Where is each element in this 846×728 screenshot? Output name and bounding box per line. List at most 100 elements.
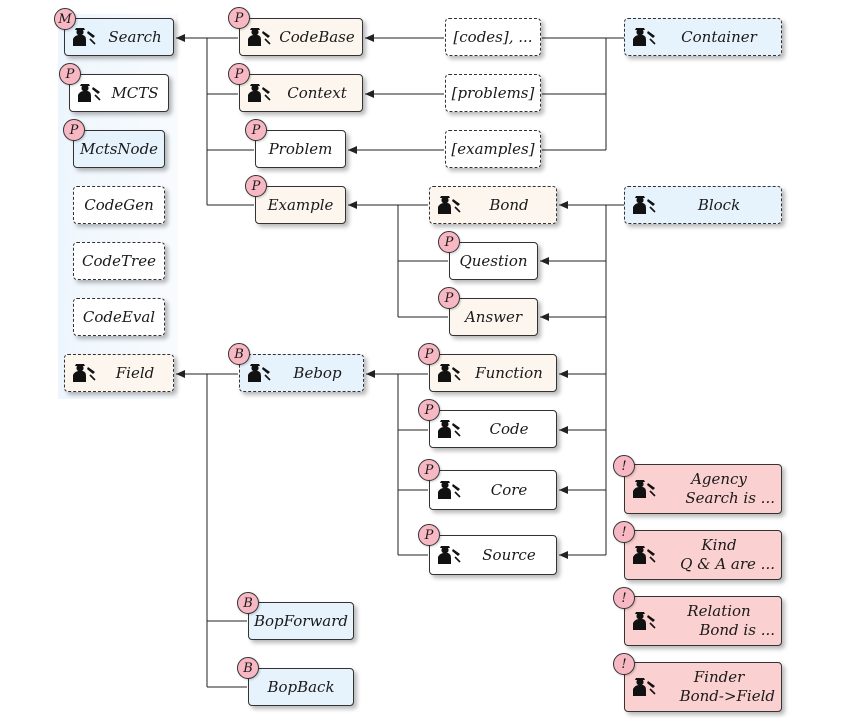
- spy-icon: [246, 27, 272, 47]
- node-codetree: CodeTree: [73, 242, 165, 280]
- spy-icon: [631, 545, 657, 565]
- badge-b: B: [237, 592, 259, 614]
- node-codegen: CodeGen: [73, 186, 165, 224]
- node-label: Context: [287, 83, 347, 102]
- badge-warning: !: [613, 653, 635, 675]
- spy-icon: [631, 27, 657, 47]
- badge-p: P: [63, 119, 85, 141]
- node-label: Answer: [464, 307, 523, 326]
- badge-p: P: [418, 399, 440, 421]
- node-core: Core: [429, 470, 557, 510]
- badge-p: P: [245, 119, 267, 141]
- node-mcts: MCTS: [69, 74, 169, 112]
- node-label: CodeEval: [82, 307, 156, 326]
- badge-p: P: [228, 63, 250, 85]
- node-bebop: Bebop: [239, 354, 364, 392]
- badge-p: P: [59, 63, 81, 85]
- spy-icon: [631, 611, 657, 631]
- node-label: [problems]: [451, 83, 535, 102]
- node-container: Container: [624, 18, 782, 56]
- node-label: Problem: [268, 139, 333, 158]
- badge-b: B: [237, 657, 259, 679]
- node-label: Bond: [489, 195, 529, 214]
- spy-icon: [631, 677, 657, 697]
- node-field: Field: [64, 354, 174, 392]
- badge-p: P: [438, 231, 460, 253]
- node-label: Bebop: [293, 363, 342, 382]
- note-agency: Agency Search is ...: [624, 464, 782, 514]
- note-title: Relation: [687, 602, 751, 621]
- spy-icon: [71, 363, 97, 383]
- node-label: BopForward: [254, 611, 348, 630]
- note-body: Q & A are ...: [680, 555, 775, 573]
- node-block: Block: [624, 186, 782, 224]
- node-label: Example: [267, 195, 334, 214]
- node-label: MCTS: [111, 83, 159, 102]
- node-search: Search: [64, 18, 174, 56]
- node-label: Core: [490, 480, 528, 499]
- badge-p: P: [438, 287, 460, 309]
- note-body: Bond is ...: [699, 621, 775, 639]
- node-label: CodeGen: [84, 195, 154, 214]
- note-text: Finder Bond->Field: [663, 668, 775, 706]
- note-relation: Relation Bond is ...: [624, 596, 782, 646]
- note-text: Relation Bond is ...: [663, 602, 775, 640]
- node-example: Example: [255, 186, 346, 224]
- node-bopforward: BopForward: [248, 602, 354, 640]
- node-problems: [problems]: [445, 74, 541, 112]
- spy-icon: [631, 479, 657, 499]
- node-mctsnode: MctsNode: [73, 130, 165, 168]
- spy-icon: [631, 195, 657, 215]
- node-label: [codes], ...: [453, 27, 533, 46]
- node-label: Question: [459, 251, 528, 270]
- node-label: CodeBase: [279, 27, 355, 46]
- node-label: [examples]: [451, 139, 535, 158]
- note-kind: Kind Q & A are ...: [624, 530, 782, 580]
- node-label: Code: [489, 419, 529, 438]
- spy-icon: [246, 363, 272, 383]
- spy-icon: [71, 27, 97, 47]
- badge-warning: !: [613, 521, 635, 543]
- badge-warning: !: [613, 455, 635, 477]
- badge-b: B: [228, 343, 250, 365]
- badge-p: P: [228, 7, 250, 29]
- badge-p: P: [418, 459, 440, 481]
- node-label: Container: [681, 27, 757, 46]
- node-label: Source: [482, 545, 536, 564]
- node-answer: Answer: [449, 298, 538, 336]
- node-codes: [codes], ...: [445, 18, 541, 56]
- node-code: Code: [429, 410, 557, 448]
- spy-icon: [76, 83, 102, 103]
- node-question: Question: [449, 242, 538, 280]
- note-finder: Finder Bond->Field: [624, 662, 782, 712]
- node-label: CodeTree: [82, 251, 156, 270]
- spy-icon: [436, 545, 462, 565]
- note-body: Bond->Field: [679, 687, 775, 705]
- node-examples: [examples]: [445, 130, 541, 168]
- node-label: Function: [475, 363, 543, 382]
- spy-icon: [436, 363, 462, 383]
- note-text: Kind Q & A are ...: [663, 536, 775, 574]
- node-label: Block: [697, 195, 741, 214]
- node-label: Field: [115, 363, 155, 382]
- node-context: Context: [239, 74, 363, 112]
- note-title: Finder: [693, 668, 745, 687]
- node-codebase: CodeBase: [239, 18, 363, 56]
- note-title: Agency: [691, 470, 747, 489]
- note-text: Agency Search is ...: [663, 470, 775, 508]
- badge-p: P: [245, 175, 267, 197]
- note-title: Kind: [701, 536, 737, 555]
- spy-icon: [436, 480, 462, 500]
- spy-icon: [436, 195, 462, 215]
- node-problem: Problem: [255, 130, 346, 168]
- node-bond: Bond: [429, 186, 557, 224]
- node-label: MctsNode: [79, 139, 159, 158]
- spy-icon: [246, 83, 272, 103]
- node-label: BopBack: [267, 677, 335, 696]
- badge-warning: !: [613, 587, 635, 609]
- badge-m: M: [54, 8, 76, 30]
- badge-p: P: [418, 343, 440, 365]
- node-codeeval: CodeEval: [73, 298, 165, 336]
